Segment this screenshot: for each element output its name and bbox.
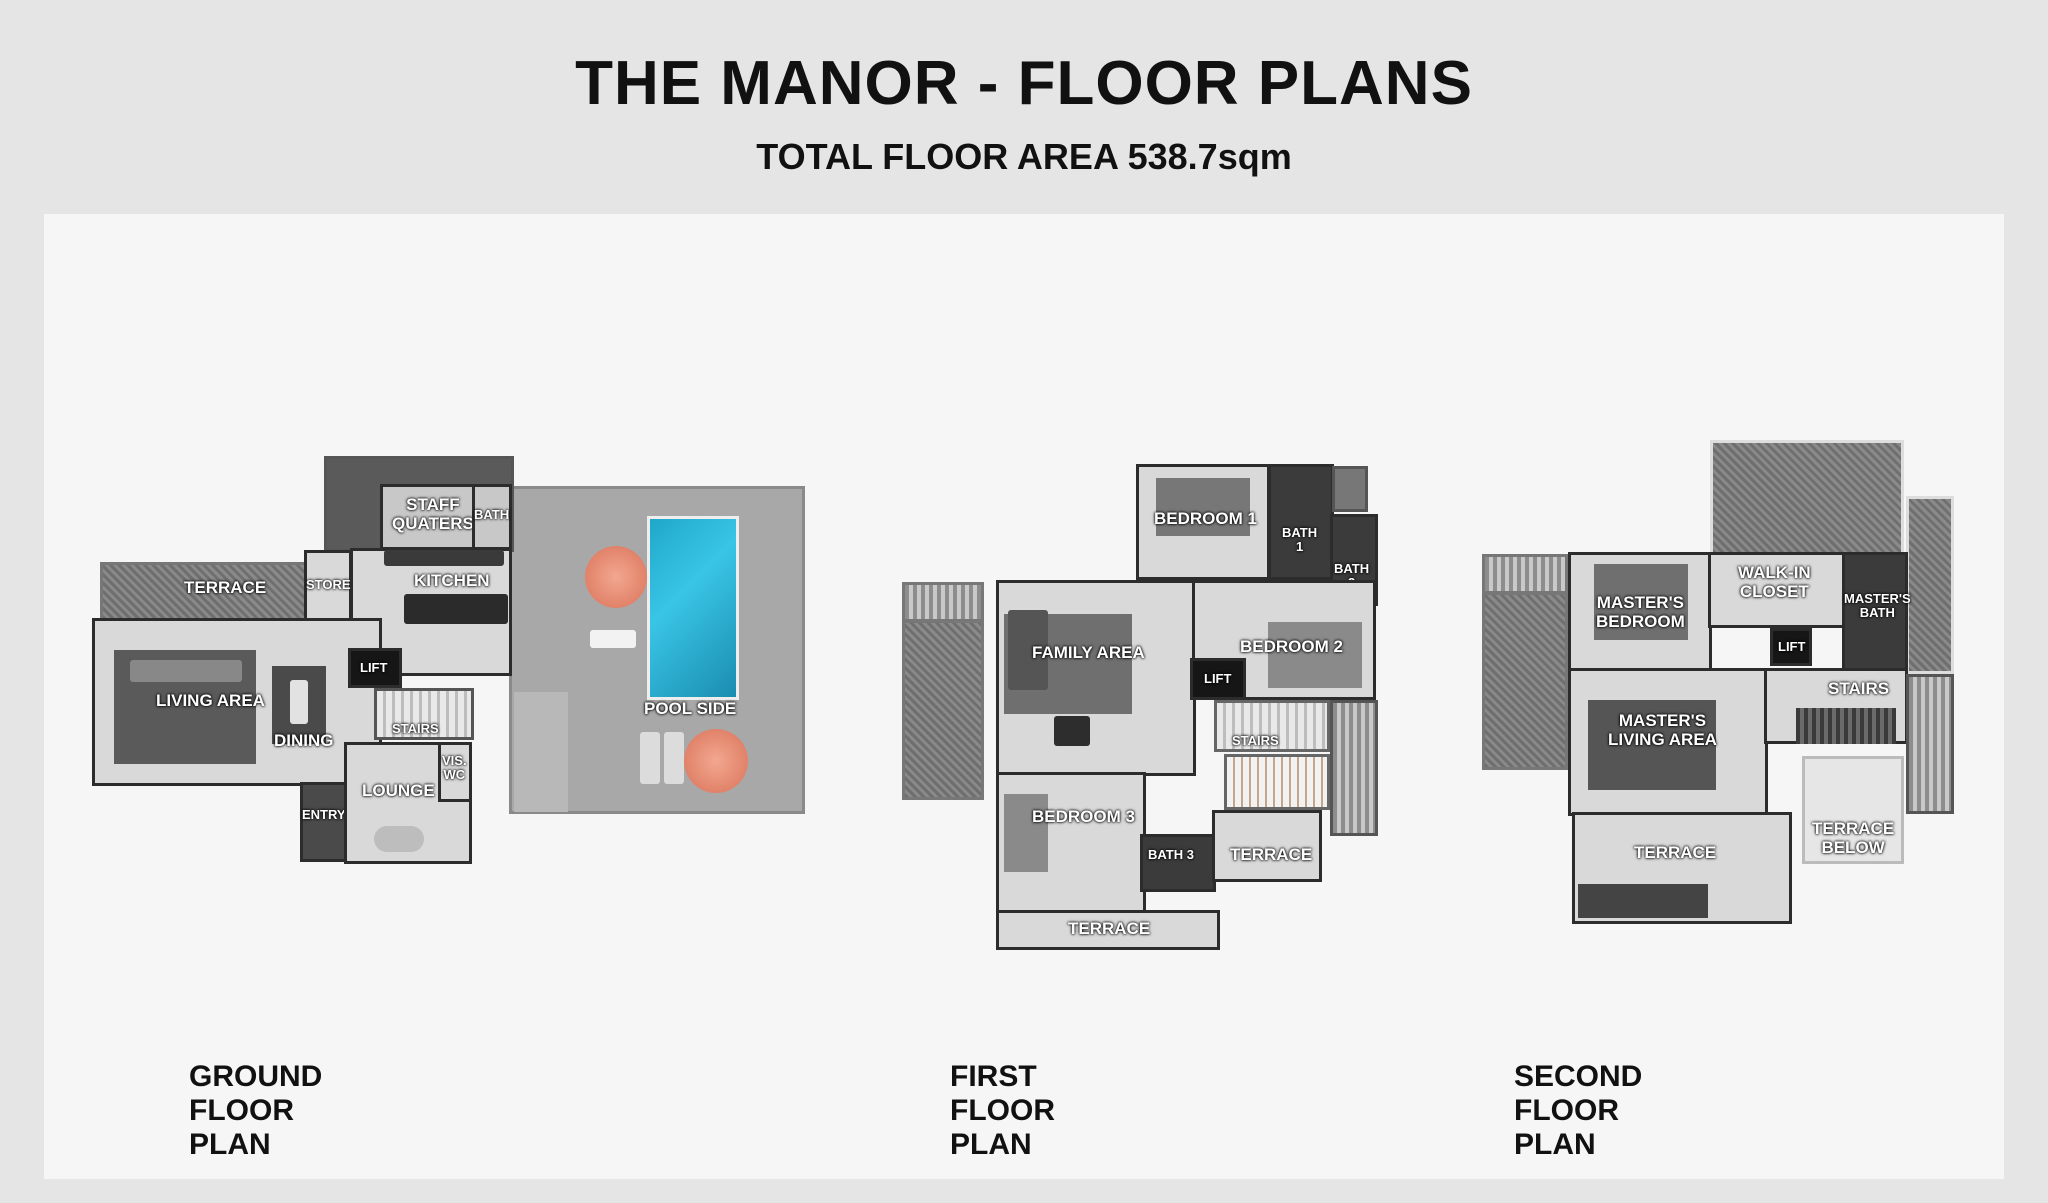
second-left-deck: [1482, 554, 1568, 594]
room-label-masters-bedroom: MASTER'S BEDROOM: [1596, 593, 1685, 631]
bed-icon: [1156, 478, 1250, 536]
plans-panel: POOL SIDE STAFF QUATERS BATH TERRACE STO…: [44, 214, 2004, 1179]
room-label-masters-bath: MASTER'S BATH: [1844, 591, 1911, 621]
room-label-family-area: FAMILY AREA: [1032, 643, 1145, 662]
terrace-deck: [1578, 884, 1708, 918]
second-left-lawn: [1482, 592, 1568, 770]
second-roof-top: [1710, 440, 1904, 556]
first-left-lawn: [902, 620, 984, 800]
room-vis-wc: [438, 742, 472, 802]
room-label-pool-side: POOL SIDE: [644, 699, 737, 718]
sunbed-icon: [640, 732, 660, 784]
room-label-terrace-bottom: TERRACE: [1068, 919, 1151, 938]
living-rug: [1588, 700, 1716, 790]
bed-icon: [1594, 564, 1688, 640]
room-label-bath-3: BATH 3: [1148, 847, 1194, 862]
table-icon: [290, 680, 308, 724]
room-bath-1: [1268, 464, 1334, 580]
caption-ground-floor-plan: GROUND FLOOR PLAN: [189, 1060, 323, 1161]
room-label-bedroom-2: BEDROOM 2: [1240, 637, 1343, 656]
room-label-stairs: STAIRS: [1232, 733, 1279, 748]
room-label-entry: ENTRY: [302, 807, 346, 822]
room-label-terrace-below: TERRACE BELOW: [1812, 819, 1895, 857]
room-label-terrace: TERRACE: [184, 578, 267, 597]
room-label-living-area: LIVING AREA: [156, 691, 265, 710]
second-roof-side: [1906, 496, 1954, 674]
room-label-bedroom-1: BEDROOM 1: [1154, 509, 1257, 528]
room-lift: [348, 648, 402, 688]
room-terrace-below: [1802, 756, 1904, 864]
room-label-lift: LIFT: [360, 660, 388, 675]
room-label-lounge: LOUNGE: [362, 781, 435, 800]
room-lift: [1770, 628, 1812, 666]
page-title: THE MANOR - FLOOR PLANS: [575, 49, 1473, 118]
stairs-treads: [1796, 708, 1896, 744]
room-stairs: [374, 688, 474, 740]
sunbed-icon: [590, 630, 636, 648]
room-bath-3: [1140, 834, 1216, 892]
room-label-kitchen: KITCHEN: [414, 571, 490, 590]
room-label-bedroom-3: BEDROOM 3: [1032, 807, 1135, 826]
room-label-terrace-side: TERRACE: [1230, 845, 1313, 864]
sofa-icon: [130, 660, 242, 682]
caption-second-floor-plan: SECOND FLOOR PLAN: [1514, 1060, 1643, 1161]
sofa-icon: [1008, 610, 1048, 690]
room-label-lift: LIFT: [1204, 671, 1232, 686]
room-terrace-side: [1212, 810, 1322, 882]
room-label-vis-wc: VIS. WC: [442, 753, 467, 783]
room-label-store: STORE: [306, 577, 351, 592]
umbrella-icon: [684, 729, 748, 793]
room-stairs: [1214, 700, 1330, 752]
kitchen-island: [404, 594, 508, 624]
armchair-icon: [374, 826, 424, 852]
room-lift: [1190, 658, 1246, 700]
armchair-icon: [1054, 716, 1090, 746]
page-subtitle: TOTAL FLOOR AREA 538.7sqm: [756, 136, 1292, 177]
room-label-bath: BATH: [474, 507, 510, 522]
pool: [647, 516, 739, 700]
sunbed-icon: [664, 732, 684, 784]
room-terrace-bottom: [996, 910, 1220, 950]
room-walk-in-closet: [1708, 552, 1846, 628]
first-right-deck: [1330, 700, 1378, 836]
kitchen-counter: [384, 550, 504, 566]
first-planter: [1332, 466, 1368, 512]
bed-icon: [1268, 622, 1362, 688]
caption-first-floor-plan: FIRST FLOOR PLAN: [950, 1060, 1055, 1161]
room-label-masters-living-area: MASTER'S LIVING AREA: [1608, 711, 1717, 749]
room-label-lift: LIFT: [1778, 639, 1806, 654]
room-label-terrace: TERRACE: [1634, 843, 1717, 862]
room-bath: [472, 484, 512, 550]
garden-strip: [514, 692, 568, 812]
umbrella-icon: [585, 546, 647, 608]
second-right-deck: [1906, 674, 1954, 814]
stairs-lower: [1224, 754, 1330, 810]
room-label-bath-1: BATH 1: [1282, 525, 1318, 555]
first-left-deck: [902, 582, 984, 622]
room-label-staff-quarters: STAFF QUATERS: [392, 495, 474, 533]
room-label-dining: DINING: [274, 731, 334, 750]
bed-icon: [1004, 794, 1048, 872]
room-label-walk-in-closet: WALK-IN CLOSET: [1738, 563, 1811, 601]
room-label-stairs: STAIRS: [1828, 679, 1890, 698]
room-label-stairs: STAIRS: [392, 721, 439, 736]
